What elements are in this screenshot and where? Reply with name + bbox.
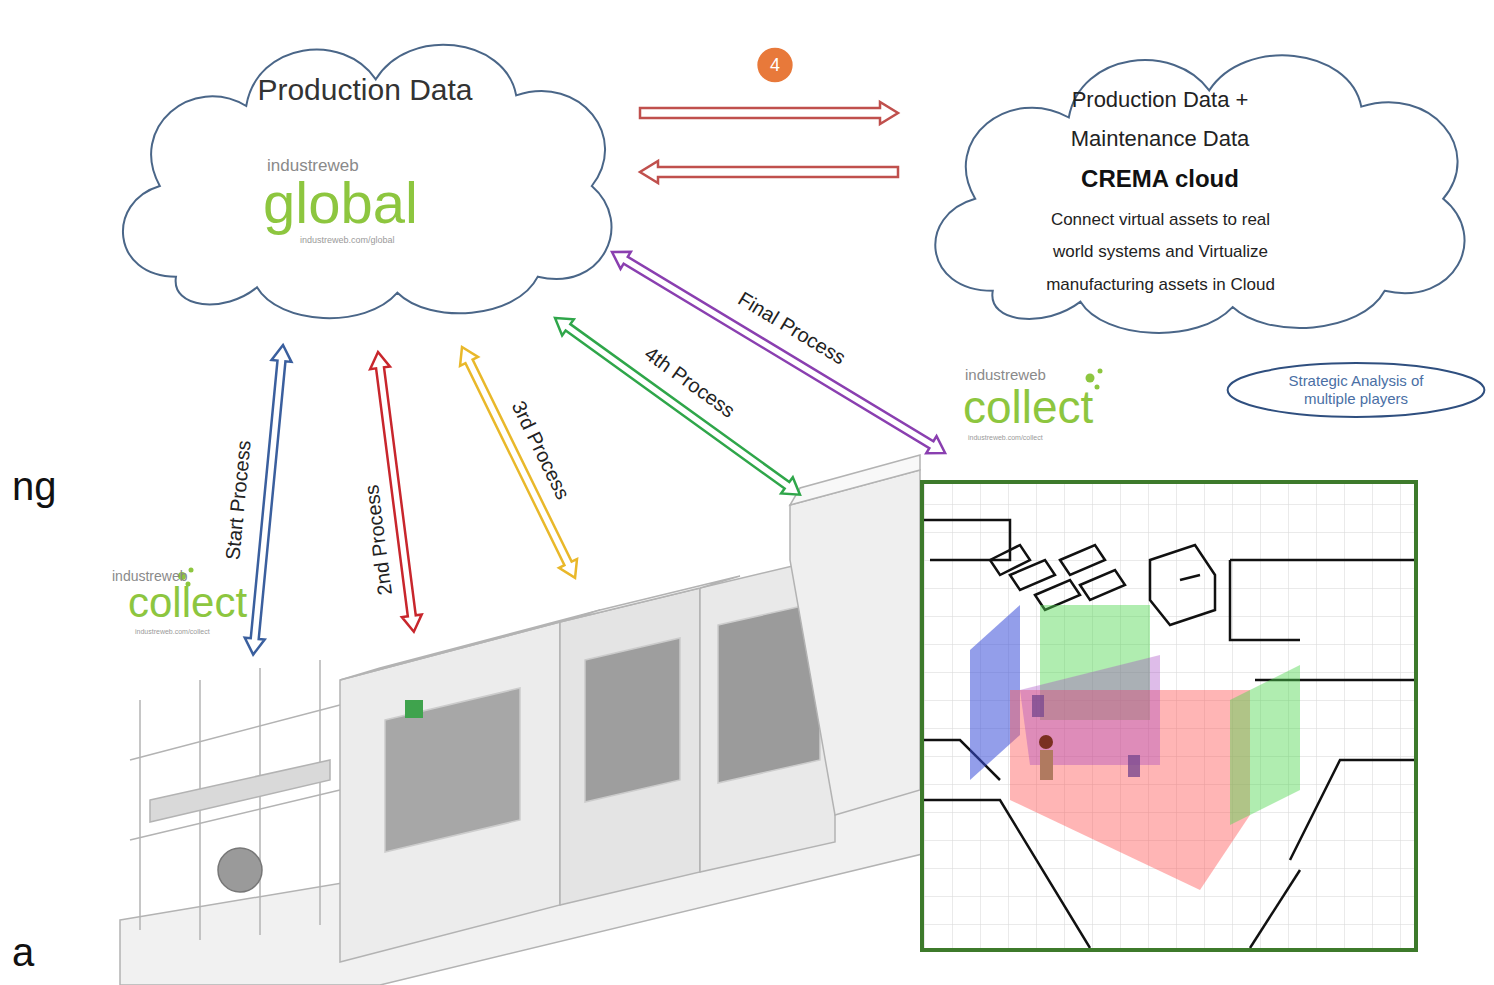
logo-url: industreweb.com/collect xyxy=(968,434,1043,442)
flow-arrow xyxy=(640,102,898,124)
logo-text: collect xyxy=(128,582,247,624)
process-label: 3rd Process xyxy=(507,397,576,503)
floor-plan-inset xyxy=(922,482,1416,950)
logo-url: industreweb.com/collect xyxy=(135,628,210,636)
callout-number: 4 xyxy=(770,56,780,74)
slide-text: ng xyxy=(12,462,57,510)
ellipse-shape xyxy=(1228,363,1485,417)
flow-arrow xyxy=(640,161,898,183)
process-label: Final Process xyxy=(734,286,850,369)
process-label: 4th Process xyxy=(640,341,740,422)
circle-shape xyxy=(758,49,791,82)
process-label: 2nd Process xyxy=(359,483,397,596)
cloud-outline xyxy=(95,10,635,330)
logo-url: industreweb.com/global xyxy=(300,235,395,246)
cloud-heading: CREMA cloud xyxy=(1010,165,1310,194)
cloud-shape xyxy=(935,55,1464,333)
logo-text: collect xyxy=(963,384,1093,430)
cloud-title: Production Data xyxy=(95,72,635,108)
slide-text: a xyxy=(12,928,34,976)
cloud-node: Production Dataindustrewebglobalindustre… xyxy=(95,10,635,330)
logo-text: global xyxy=(263,174,418,232)
cloud-body: Connect virtual assets to real world sys… xyxy=(1033,204,1288,301)
callout-circle: 4 xyxy=(758,48,792,82)
cloud-node: Production Data + Maintenance DataCREMA … xyxy=(905,20,1490,345)
ellipse-node: Strategic Analysis of multiple players xyxy=(1225,362,1487,418)
logo-text: industreweb xyxy=(965,366,1046,384)
cloud-title: Production Data + Maintenance Data xyxy=(1055,81,1265,158)
ellipse-text: Strategic Analysis of multiple players xyxy=(1288,372,1424,408)
process-label: Start Process xyxy=(220,439,255,561)
